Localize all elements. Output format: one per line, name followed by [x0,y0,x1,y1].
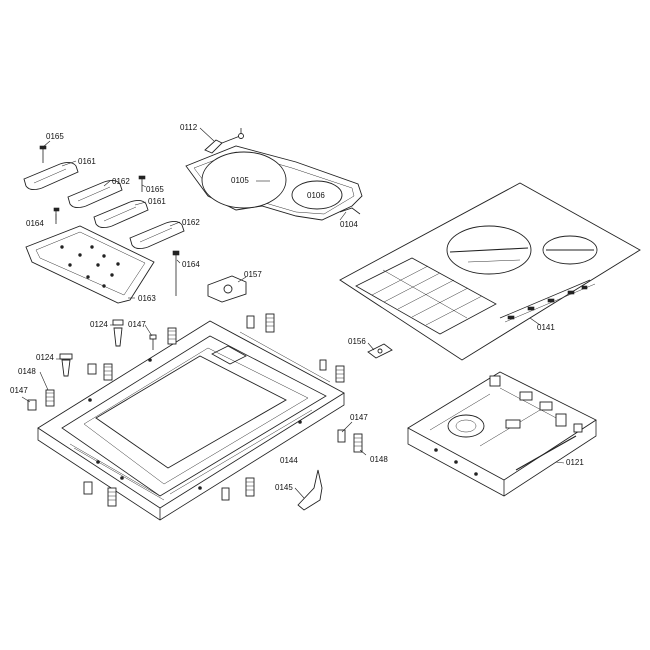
housing-tray-0144 [37,320,345,521]
cover-0162-a [67,179,123,209]
coil-0106 [291,180,343,210]
cover-0161-b [93,199,149,229]
label-0112: 0112 [180,123,198,132]
label-0162-b: 0162 [182,218,200,227]
bracket-0157 [207,275,247,303]
label-0161-b: 0161 [148,197,166,206]
rod-0164-b [172,250,180,296]
screw-0147-a [149,334,157,350]
label-0157: 0157 [244,270,262,279]
screw-0165-a [39,145,47,163]
label-0147-a: 0147 [128,320,146,329]
feet-and-springs [27,313,363,507]
part-labels: 0165 0161 0162 0165 0161 0164 0162 0163 … [10,123,584,492]
label-0145: 0145 [275,483,293,492]
label-0163: 0163 [138,294,156,303]
label-0141: 0141 [537,323,555,332]
label-0105: 0105 [231,176,249,185]
pad-b [87,363,113,381]
electronics-module-0121 [407,371,597,497]
cover-0161-a [23,161,79,191]
label-0121: 0121 [566,458,584,467]
heating-plate-0104 [185,145,363,221]
foot-0147-b [27,399,37,411]
foot-0124-b [59,353,73,377]
frame-0163 [25,225,155,304]
label-0165-a: 0165 [46,132,64,141]
glass-top-0141 [339,182,641,361]
label-0156: 0156 [348,337,366,346]
spring-a [167,327,177,345]
label-0124-a: 0124 [90,320,108,329]
flex-zone [355,257,497,335]
label-0161-a: 0161 [78,157,96,166]
foot-0124-a [112,319,124,347]
label-0165-b: 0165 [146,185,164,194]
label-0104: 0104 [340,220,358,229]
label-0124-b: 0124 [36,353,54,362]
leader-lines [21,127,565,499]
screw-0164-a [53,207,60,224]
label-0106: 0106 [307,191,325,200]
sensor-0112 [204,128,244,154]
label-0144: 0144 [280,456,298,465]
label-0162-a: 0162 [112,177,130,186]
feet-right [337,429,363,453]
label-0164-b: 0164 [182,260,200,269]
label-0148-b: 0148 [370,455,388,464]
label-0148-a: 0148 [18,367,36,376]
coil-0105 [201,151,287,209]
label-0164-a: 0164 [26,219,44,228]
screw-0165-b [138,175,146,192]
label-0147-b: 0147 [10,386,28,395]
feet-top-right [246,313,345,383]
label-0147-c: 0147 [350,413,368,422]
spring-0148-a [45,389,55,407]
cover-0162-b [129,220,185,250]
cover-plates-group [23,145,185,304]
bracket-0145 [297,469,323,511]
clip-0156 [367,343,393,359]
feet-bottom [83,477,255,507]
